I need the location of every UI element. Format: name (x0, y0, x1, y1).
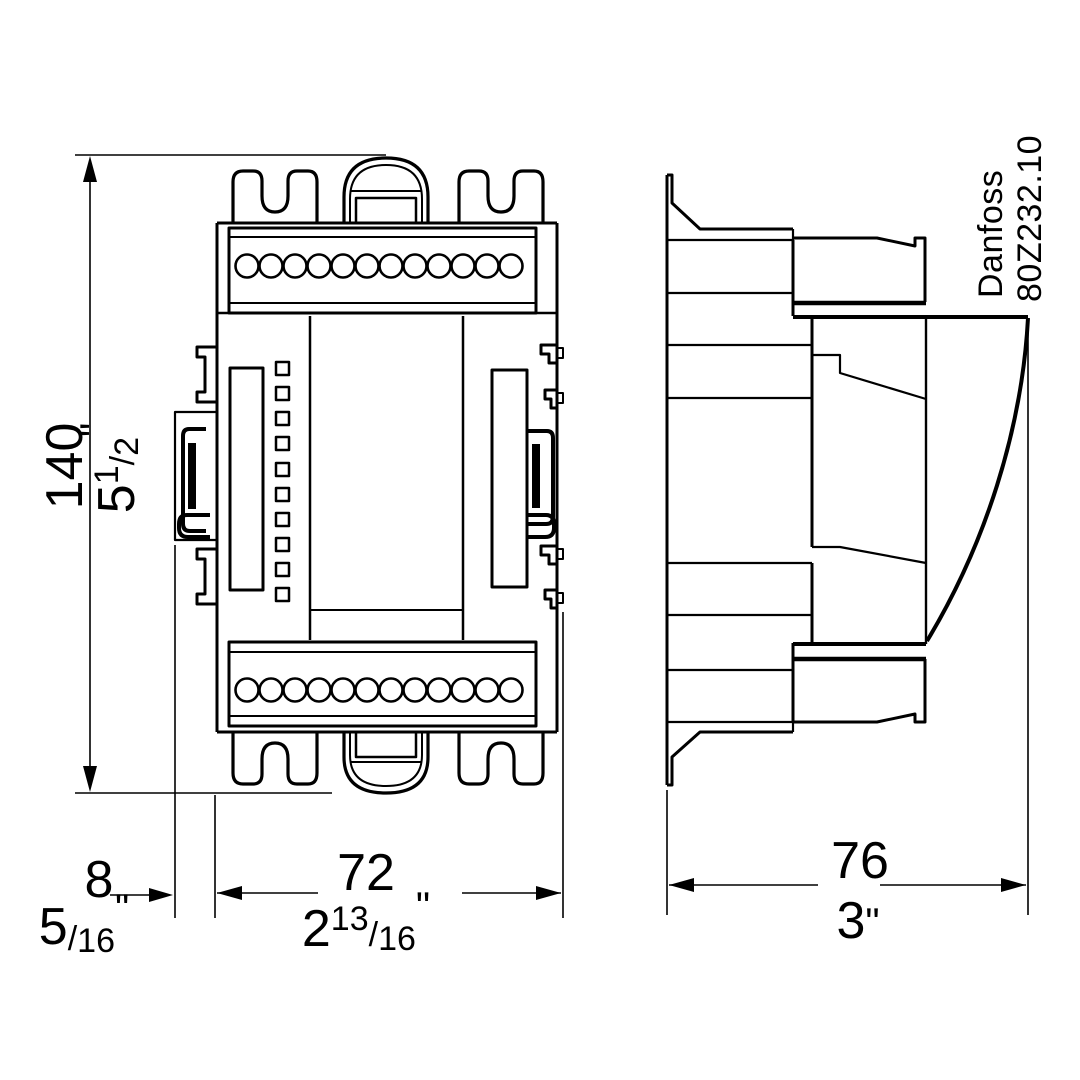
din-clip-bracket (528, 429, 555, 526)
front-right-din-clips (526, 343, 564, 610)
side-view (665, 173, 1030, 787)
din-clip-hook (539, 343, 557, 365)
din-clip-nub (556, 548, 564, 560)
front-top-terminal-strip (227, 226, 538, 315)
din-clip-nub (556, 347, 564, 359)
din-clip-latch (526, 513, 556, 539)
side-front-curve (925, 317, 1030, 643)
side-lower-terminal-block (793, 656, 927, 724)
front-view (173, 156, 564, 795)
dim-offset-mm-label: 8 (85, 851, 114, 909)
din-clip-spring (532, 444, 540, 508)
brand-block: Danfoss 80Z232.10 (972, 135, 1049, 302)
front-bottom-right-foot (457, 732, 545, 786)
din-clip-bracket (181, 427, 206, 533)
arrowhead-left (217, 886, 242, 900)
din-clip-nub (556, 392, 564, 404)
front-led-column (274, 360, 291, 603)
front-right-window (490, 368, 529, 589)
din-clip-hook (543, 388, 557, 410)
din-clip-hook (539, 544, 557, 566)
front-top-right-ear (457, 169, 545, 223)
arrowhead-right (1001, 878, 1026, 892)
din-clip-latch (177, 513, 210, 539)
din-clip-hook (195, 345, 217, 404)
arrowhead-right (536, 886, 561, 900)
dim-width-inch-label: 213/16" (302, 885, 430, 958)
dim-side-offset: 8 5/16" (39, 545, 176, 960)
arrowhead-up (83, 156, 97, 182)
brand-logo-text: Danfoss (972, 170, 1010, 298)
drawing-number: 80Z232.10 (1011, 135, 1049, 302)
arrowhead-down (83, 766, 97, 792)
terminal-screws-bottom (234, 677, 524, 703)
front-bottom-left-foot (231, 732, 319, 786)
side-upper-latch (812, 353, 927, 401)
din-clip-frame (173, 410, 219, 542)
front-bottom-terminal-strip (227, 640, 538, 728)
din-clip-spring (188, 443, 196, 509)
din-clip-hook (195, 547, 217, 606)
terminal-strip-outline (227, 640, 538, 728)
arrowhead-left (669, 878, 694, 892)
front-top-arch-slot (354, 196, 418, 225)
front-top-left-ear (231, 169, 319, 223)
front-bottom-arch-outer (342, 732, 430, 795)
side-upper-terminal-block (793, 236, 927, 306)
dim-width-mm-label: 72 (337, 844, 395, 902)
arrowhead-right (149, 888, 173, 902)
dim-offset-inch-label: 5/16" (39, 887, 129, 960)
block-outline (793, 659, 927, 724)
side-top-flange (667, 173, 793, 231)
side-bottom-flange (667, 730, 793, 787)
dim-height: 140 51/2" (36, 154, 386, 794)
dimension-annotations: 140 51/2" 8 5/16" 72 213/16" (36, 154, 1029, 960)
front-bottom-arch-inner (349, 732, 423, 787)
front-left-din-clips (173, 345, 219, 606)
side-lower-latch (812, 545, 927, 565)
terminal-strip-outline (227, 226, 538, 315)
block-outline (793, 236, 927, 302)
dim-depth: 76 3" (666, 318, 1029, 950)
front-top-arch-outer (342, 156, 430, 223)
front-display-window (228, 366, 265, 592)
dim-depth-inch-label: 3" (836, 892, 879, 950)
dim-height-mm-label: 140 (36, 423, 94, 510)
terminal-screws-top (234, 253, 524, 279)
dim-width: 72 213/16" (214, 612, 564, 958)
dim-height-inch-label: 51/2" (73, 423, 146, 513)
din-clip-hook (543, 588, 557, 610)
din-clip-nub (556, 592, 564, 604)
dim-depth-mm-label: 76 (831, 832, 889, 890)
front-bottom-arch-slot (354, 730, 418, 759)
front-top-arch-inner (349, 164, 423, 223)
side-housing-seams (667, 291, 812, 672)
